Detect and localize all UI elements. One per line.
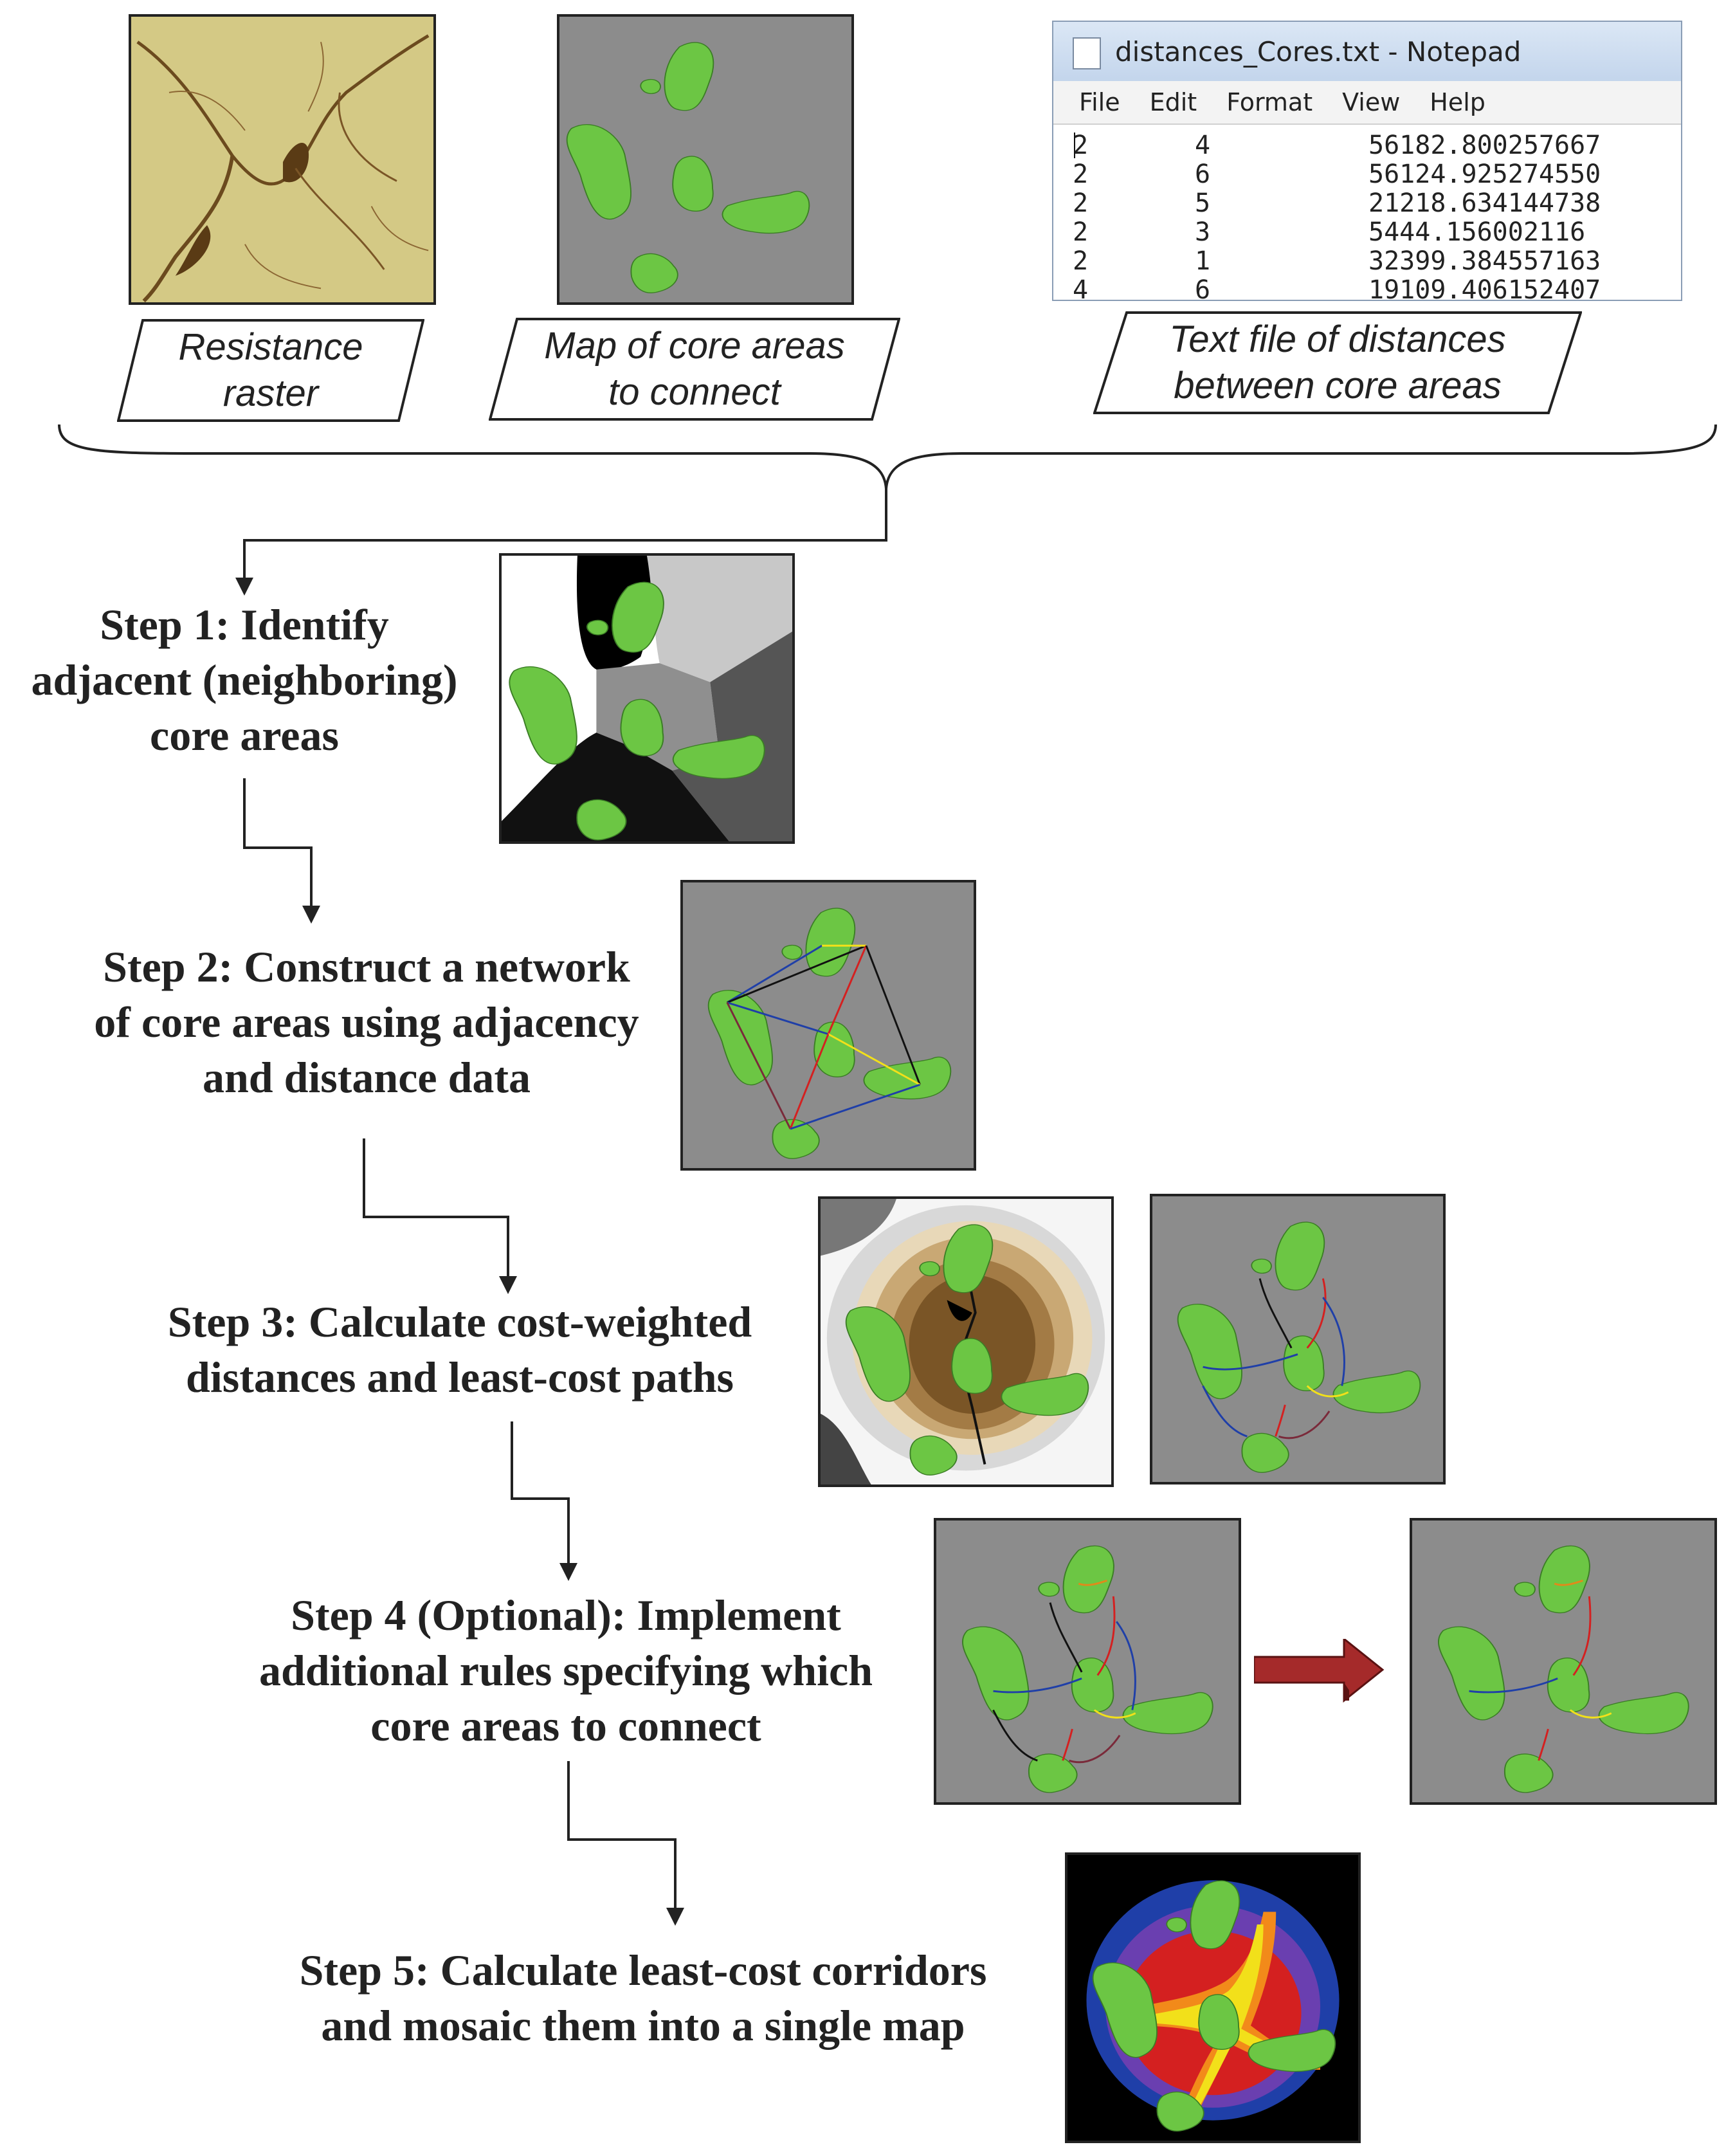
notepad-title: distances_Cores.txt - Notepad (1115, 35, 1522, 68)
step-line: Step 1: Identify (100, 600, 389, 649)
step-line: distances and least-cost paths (186, 1353, 734, 1402)
step-line: adjacent (neighboring) (31, 655, 458, 704)
filtered-paths-image (1410, 1518, 1717, 1805)
notepad-menu-bar: File Edit Format View Help (1053, 81, 1681, 125)
table-row: 2 1 32399.384557163 (1053, 247, 1681, 276)
label-line: Map of core areas (544, 325, 845, 367)
resistance-raster-label: Resistance raster (117, 319, 424, 422)
table-row: 4 6 19109.406152407 (1053, 275, 1681, 301)
label-line: Text file of distances (1169, 318, 1506, 360)
label-line: raster (223, 372, 319, 414)
menu-help[interactable]: Help (1430, 88, 1485, 116)
menu-view[interactable]: View (1342, 88, 1401, 116)
label-line: between core areas (1174, 365, 1502, 407)
cell-distance: 56124.925274550 (1368, 160, 1601, 189)
cell-distance: 21218.634144738 (1368, 188, 1601, 218)
core-areas-map-image (557, 14, 854, 305)
least-cost-paths-image (1150, 1194, 1446, 1485)
cell-to: 3 (1195, 217, 1211, 247)
step-line: and distance data (202, 1053, 531, 1102)
cell-distance: 19109.406152407 (1368, 275, 1601, 301)
cell-from: 2 (1073, 131, 1089, 160)
step5-text: Step 5: Calculate least-cost corridors a… (257, 1942, 1029, 2053)
cell-to: 1 (1195, 246, 1211, 276)
step-line: Step 4 (Optional): Implement (291, 1591, 841, 1640)
cell-from: 2 (1073, 188, 1089, 218)
transition-arrow (1254, 1639, 1385, 1703)
core-network-image (680, 880, 976, 1171)
label-line: Resistance (178, 326, 363, 368)
all-paths-image (934, 1518, 1241, 1805)
notepad-title-bar: distances_Cores.txt - Notepad (1053, 22, 1681, 81)
notepad-window: distances_Cores.txt - Notepad File Edit … (1052, 21, 1682, 301)
step-line: additional rules specifying which (259, 1646, 873, 1695)
step-line: core areas (150, 711, 339, 760)
cell-to: 6 (1195, 160, 1211, 189)
menu-file[interactable]: File (1079, 88, 1120, 116)
cell-distance: 5444.156002116 (1368, 217, 1586, 247)
step-line: Step 2: Construct a network (103, 942, 630, 991)
menu-edit[interactable]: Edit (1149, 88, 1197, 116)
cell-to: 6 (1195, 275, 1211, 301)
step-line: core areas to connect (370, 1701, 761, 1750)
table-row: 2 3 5444.156002116 (1053, 218, 1681, 247)
notepad-file-icon (1073, 37, 1101, 69)
step4-text: Step 4 (Optional): Implement additional … (219, 1587, 913, 1753)
cell-to: 5 (1195, 188, 1211, 218)
table-row: 2 5 21218.634144738 (1053, 189, 1681, 218)
menu-format[interactable]: Format (1226, 88, 1313, 116)
core-areas-label: Map of core areas to connect (489, 318, 900, 421)
cell-to: 4 (1195, 131, 1211, 160)
distances-file-label: Text file of distances between core area… (1093, 311, 1582, 414)
step1-text: Step 1: Identify adjacent (neighboring) … (6, 597, 482, 763)
cell-distance: 32399.384557163 (1368, 246, 1601, 276)
cell-distance: 56182.800257667 (1368, 131, 1601, 160)
resistance-raster-image (129, 14, 436, 305)
step2-text: Step 2: Construct a network of core area… (64, 939, 669, 1105)
label-line: to connect (608, 371, 781, 413)
adjacency-regions-image (499, 553, 795, 844)
table-row: 2 4 56182.800257667 (1053, 131, 1681, 160)
step3-text: Step 3: Calculate cost-weighted distance… (135, 1294, 785, 1405)
cell-from: 2 (1073, 246, 1089, 276)
notepad-text-area[interactable]: 2 4 56182.800257667 2 6 56124.925274550 … (1053, 125, 1681, 301)
step-line: and mosaic them into a single map (321, 2001, 965, 2050)
step-line: Step 3: Calculate cost-weighted (167, 1297, 752, 1346)
text-cursor (1074, 132, 1075, 158)
cell-from: 2 (1073, 160, 1089, 189)
step-line: Step 5: Calculate least-cost corridors (299, 1946, 987, 1995)
step-line: of core areas using adjacency (94, 998, 639, 1046)
table-row: 2 6 56124.925274550 (1053, 160, 1681, 189)
cost-weighted-distance-image (818, 1196, 1114, 1487)
cell-from: 2 (1073, 217, 1089, 247)
corridor-mosaic-image (1065, 1852, 1361, 2143)
cell-from: 4 (1073, 275, 1089, 301)
